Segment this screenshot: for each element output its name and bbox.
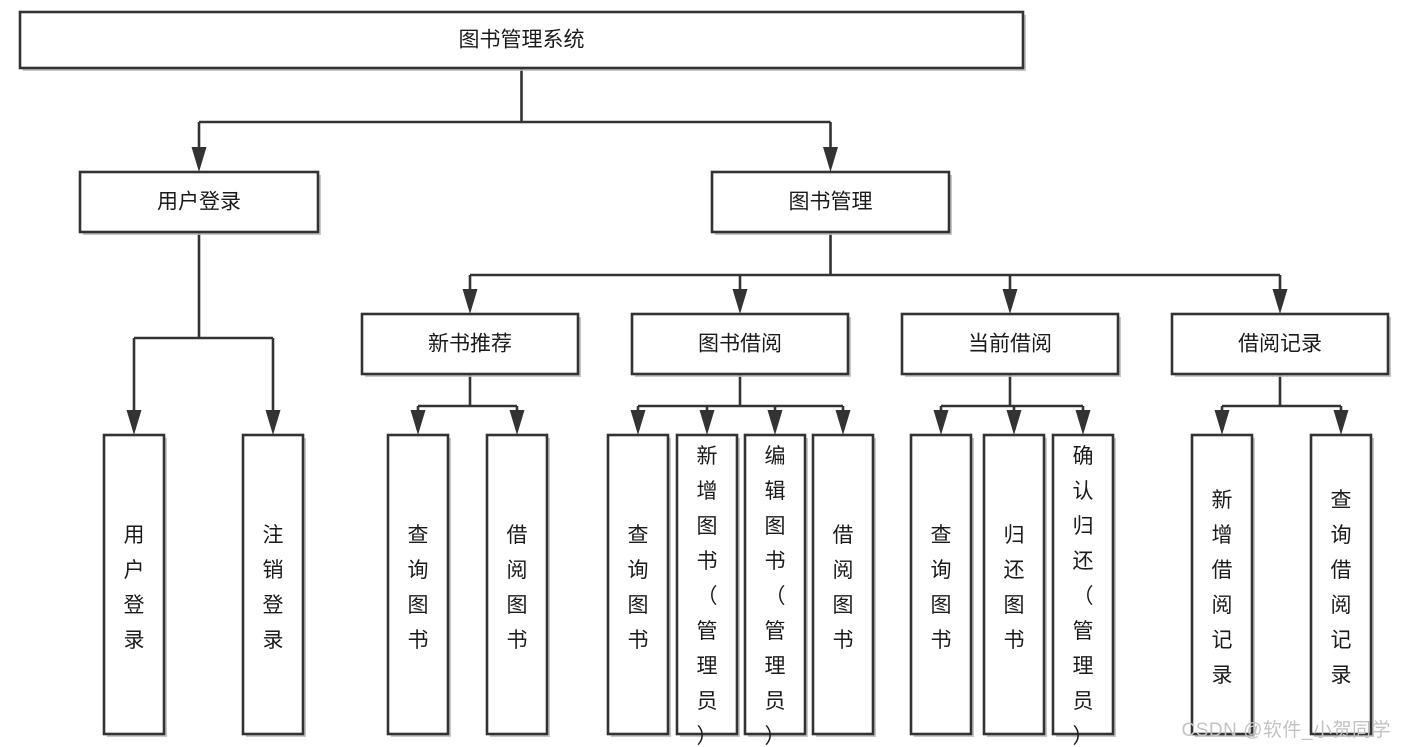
arrow-head xyxy=(1214,410,1230,435)
arrow-head xyxy=(1333,410,1349,435)
arrow-head xyxy=(462,289,478,314)
arrow-head xyxy=(835,410,851,435)
edge-group-book-borrow xyxy=(630,374,851,435)
node-rect[interactable] xyxy=(1170,312,1390,376)
node-label: 新增借阅记录 xyxy=(1212,489,1233,687)
node-label: 归还图书 xyxy=(1004,524,1025,652)
node-rect[interactable] xyxy=(900,312,1120,376)
arrow-head xyxy=(1272,289,1288,314)
node-leaf-logout[interactable]: 注销登录 xyxy=(241,433,306,737)
node-rect[interactable] xyxy=(1190,433,1254,736)
node-leaf-query-book-3[interactable]: 查询图书 xyxy=(909,433,974,737)
arrow-head xyxy=(933,410,949,435)
node-rect[interactable] xyxy=(18,10,1025,70)
node-leaf-edit-book[interactable]: 编辑图书（管理员） xyxy=(743,433,808,747)
edge-group-borrow-record xyxy=(1214,374,1349,435)
node-leaf-query-record[interactable]: 查询借阅记录 xyxy=(1309,433,1374,737)
node-leaf-borrow-book-1[interactable]: 借阅图书 xyxy=(485,433,550,737)
node-rect[interactable] xyxy=(630,312,850,376)
node-label: 新书推荐 xyxy=(428,333,512,356)
arrow-head xyxy=(1006,410,1022,435)
node-label: 查询图书 xyxy=(408,524,429,652)
node-rect[interactable] xyxy=(386,433,450,736)
node-label: 用户登录 xyxy=(157,191,241,214)
node-rect[interactable] xyxy=(909,433,973,736)
node-leaf-confirm-return[interactable]: 确认归还（管理员） xyxy=(1051,433,1116,747)
node-label: 图书借阅 xyxy=(698,333,782,356)
node-rect[interactable] xyxy=(241,433,305,736)
edge-group-user-login xyxy=(126,232,281,435)
node-rect[interactable] xyxy=(982,433,1046,736)
node-current-borrow[interactable]: 当前借阅 xyxy=(900,312,1121,377)
node-leaf-return-book[interactable]: 归还图书 xyxy=(982,433,1047,737)
node-rect[interactable] xyxy=(360,312,580,376)
node-rect[interactable] xyxy=(606,433,670,736)
node-leaf-user-login[interactable]: 用户登录 xyxy=(102,433,167,737)
arrow-head xyxy=(630,410,646,435)
node-label: 确认归还（管理员） xyxy=(1073,445,1094,747)
node-label: 新增图书（管理员） xyxy=(697,445,718,747)
edge-group-current-borrow xyxy=(933,374,1091,435)
node-rect[interactable] xyxy=(811,433,875,736)
node-book-manage[interactable]: 图书管理 xyxy=(710,170,952,235)
node-rect[interactable] xyxy=(1051,433,1115,736)
node-root[interactable]: 图书管理系统 xyxy=(18,10,1026,71)
node-rect[interactable] xyxy=(743,433,807,736)
node-borrow-record[interactable]: 借阅记录 xyxy=(1170,312,1391,377)
arrow-head xyxy=(1075,410,1091,435)
node-leaf-add-record[interactable]: 新增借阅记录 xyxy=(1190,433,1255,737)
arrow-head xyxy=(191,147,207,172)
arrow-head xyxy=(126,410,142,435)
node-label: 图书管理 xyxy=(789,191,873,214)
node-rect[interactable] xyxy=(78,170,320,234)
arrow-head xyxy=(699,410,715,435)
arrow-head xyxy=(732,289,748,314)
node-label: 查询图书 xyxy=(931,524,952,652)
node-rect[interactable] xyxy=(485,433,549,736)
node-label: 当前借阅 xyxy=(968,333,1052,356)
node-leaf-borrow-book-2[interactable]: 借阅图书 xyxy=(811,433,876,737)
node-rect[interactable] xyxy=(710,170,951,234)
arrow-head xyxy=(410,410,426,435)
arrow-head xyxy=(767,410,783,435)
arrow-head xyxy=(509,410,525,435)
arrow-head xyxy=(823,147,838,172)
node-book-borrow[interactable]: 图书借阅 xyxy=(630,312,851,377)
node-label: 查询图书 xyxy=(628,524,649,652)
node-leaf-query-book-2[interactable]: 查询图书 xyxy=(606,433,671,737)
node-label: 注销登录 xyxy=(263,524,284,652)
node-label: 图书管理系统 xyxy=(459,29,585,52)
node-label: 用户登录 xyxy=(124,524,145,652)
arrow-head xyxy=(1002,289,1018,314)
node-new-book-recommend[interactable]: 新书推荐 xyxy=(360,312,581,377)
edge-group-root xyxy=(191,68,838,172)
node-rect[interactable] xyxy=(675,433,739,736)
node-label: 借阅记录 xyxy=(1238,333,1322,356)
edge-group-book-manage xyxy=(462,232,1288,314)
arrow-head xyxy=(265,410,281,435)
node-rect[interactable] xyxy=(1309,433,1373,736)
node-label: 编辑图书（管理员） xyxy=(765,445,786,747)
node-layer: 图书管理系统用户登录图书管理新书推荐图书借阅当前借阅借阅记录用户登录注销登录查询… xyxy=(18,10,1391,747)
csdn-watermark: CSDN @软件_小贺同学 xyxy=(1181,720,1391,741)
node-leaf-add-book[interactable]: 新增图书（管理员） xyxy=(675,433,740,747)
node-label: 借阅图书 xyxy=(507,524,528,652)
node-user-login[interactable]: 用户登录 xyxy=(78,170,321,235)
node-label: 借阅图书 xyxy=(833,524,854,652)
node-rect[interactable] xyxy=(102,433,166,736)
edge-layer xyxy=(126,68,1349,435)
node-leaf-query-book-1[interactable]: 查询图书 xyxy=(386,433,451,737)
node-label: 查询借阅记录 xyxy=(1331,489,1352,687)
edge-group-new-book-recommend xyxy=(410,374,525,435)
